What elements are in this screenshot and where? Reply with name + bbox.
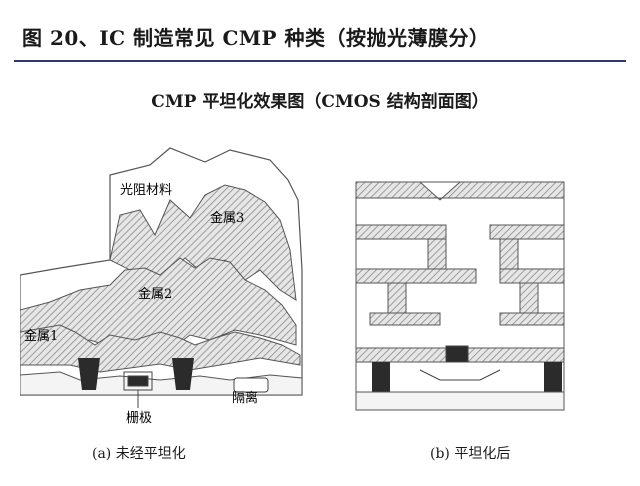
layer-2-left xyxy=(355,224,447,240)
contact-plug-left xyxy=(78,358,100,390)
metal3-layer xyxy=(109,184,297,301)
panel-b-planarized xyxy=(350,140,620,430)
substrate-b xyxy=(355,391,565,411)
panel-a-unplanarized: 光阻材料 金属3 金属2 金属1 栅极 隔离 xyxy=(19,140,330,430)
via-3a xyxy=(387,282,407,314)
gate-structure xyxy=(127,375,149,387)
via-2a xyxy=(427,238,447,270)
caption-panel-b: (b) 平坦化后 xyxy=(430,446,511,462)
label-gate: 栅极 xyxy=(126,411,152,426)
figure-title: 图 20、IC 制造常见 CMP 种类（按抛光薄膜分） xyxy=(22,26,490,50)
layer-3-left xyxy=(355,268,477,284)
layer-2-right xyxy=(489,224,565,240)
caption-panel-a: (a) 未经平坦化 xyxy=(92,446,186,462)
via-2b xyxy=(499,238,519,270)
panel-b-svg xyxy=(355,181,565,411)
gate-b xyxy=(445,345,469,363)
label-metal3: 金属3 xyxy=(210,210,244,226)
panel-a-svg: 光阻材料 金属3 金属2 金属1 栅极 隔离 xyxy=(19,147,303,426)
title-divider xyxy=(14,60,626,62)
label-metal1: 金属1 xyxy=(24,328,58,344)
contact-plug-right xyxy=(172,358,194,390)
via-3b xyxy=(519,282,539,314)
layer-3-right xyxy=(499,268,565,284)
layer-4-left xyxy=(369,312,441,326)
label-metal2: 金属2 xyxy=(138,286,172,302)
label-photoresist: 光阻材料 xyxy=(120,183,172,198)
top-metal-layer xyxy=(355,181,565,201)
label-isolation: 隔离 xyxy=(232,390,258,406)
isolation-box xyxy=(233,377,269,393)
diagram-subtitle: CMP 平坦化效果图（CMOS 结构剖面图） xyxy=(151,92,489,112)
layer-4-right xyxy=(499,312,565,326)
